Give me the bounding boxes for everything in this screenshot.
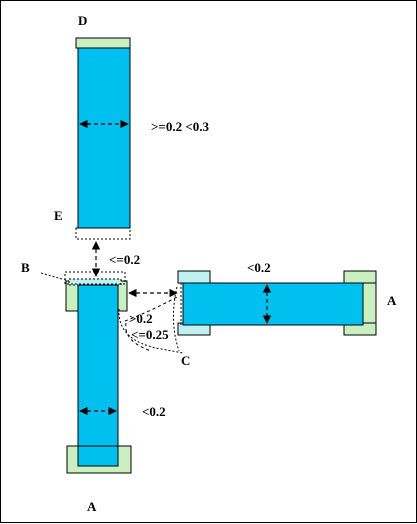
b-contact-left: [65, 280, 79, 312]
dim-gap-vertical: <=0.2: [109, 252, 140, 267]
c-pointer: [118, 308, 184, 354]
label-c: C: [181, 353, 190, 368]
bottom-wire: [77, 284, 119, 466]
top-contact-d: [75, 37, 131, 49]
corner-arrow-le: [125, 322, 152, 352]
top-wire: [77, 47, 131, 229]
c-pointer-2: [172, 286, 180, 352]
label-a-right: A: [387, 293, 397, 308]
right-contact-end-top: [343, 270, 377, 284]
b-pointer: [40, 272, 70, 282]
dim-right-width: <0.2: [247, 260, 271, 275]
dim-bottom-width: <0.2: [142, 404, 166, 419]
label-d: D: [78, 13, 87, 28]
label-e: E: [54, 208, 63, 223]
label-a-bottom: A: [87, 499, 97, 514]
bottom-contact-a-inner: [77, 445, 119, 467]
right-contact-end-side: [362, 282, 377, 324]
right-wire: [182, 282, 364, 326]
b-region: [64, 271, 126, 285]
dim-width-range: >=0.2 <0.3: [151, 119, 209, 134]
dim-le: <=0.25: [131, 327, 169, 342]
dim-gt: >0.2: [129, 311, 153, 326]
label-b: B: [21, 260, 30, 275]
right-contact-left-top: [177, 270, 211, 284]
top-wire-end-dotted: [75, 227, 131, 240]
